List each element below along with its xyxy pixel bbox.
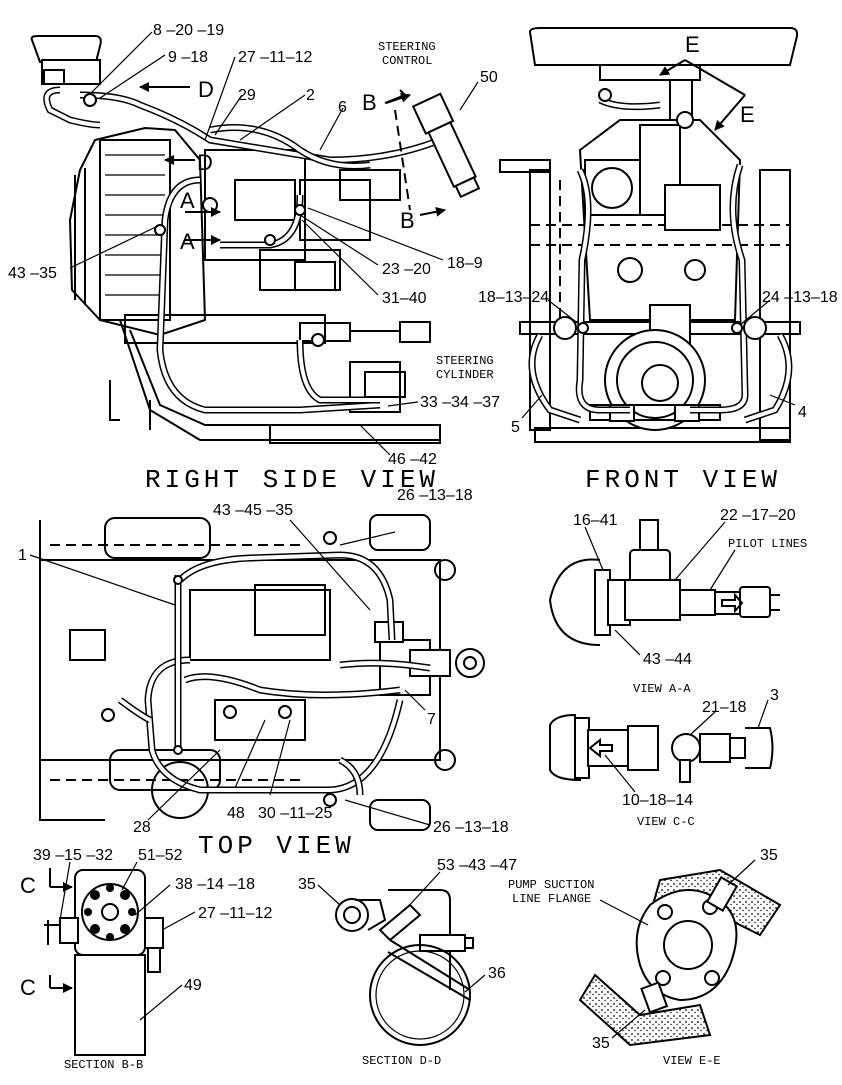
callout-9-18: 9 –18 [168,49,208,66]
callout-48: 48 [227,805,245,822]
callout-2: 2 [306,87,315,104]
note-pilot-lines: PILOT LINES [728,537,807,551]
note-steering-cylinder-1: STEERING [436,354,494,368]
callout-39-15-32: 39 –15 –32 [33,847,113,864]
view-cc [549,699,774,793]
callout-43-45-35: 43 –45 –35 [213,502,293,519]
view-ee-title: VIEW E-E [663,1054,721,1068]
callout-36: 36 [488,965,506,982]
view-aa-title: VIEW A-A [633,682,691,696]
note-pump-flange-2: LINE FLANGE [512,892,591,906]
section-letter-a-top: A [180,188,195,213]
front-view [499,27,801,443]
callout-5: 5 [511,419,520,436]
section-letter-b: B [400,208,415,233]
callout-35-e-bot: 35 [592,1035,610,1052]
callout-46-42: 46 –42 [388,451,437,468]
callout-30-11-25: 30 –11–25 [258,805,333,822]
callout-21-18: 21–18 [702,699,747,716]
note-steering-control-1: STEERING [378,40,436,54]
section-letter-d: D [197,150,213,175]
section-letter-c: C [20,975,36,1000]
callout-18-9: 18–9 [447,255,483,272]
callout-1: 1 [18,547,27,564]
section-dd-title: SECTION D-D [362,1054,441,1068]
right-side-view-title: RIGHT SIDE VIEW [145,465,439,495]
callout-24-13-18: 24 –13–18 [762,289,838,306]
callout-35-d: 35 [298,876,316,893]
callout-3: 3 [770,687,779,704]
section-letter-e-top: E [685,32,700,57]
callout-23-20: 23 –20 [382,261,431,278]
note-steering-cylinder-2: CYLINDER [436,368,494,382]
callout-8-20-19: 8 –20 –19 [153,22,224,39]
callout-26-13-18-top: 26 –13–18 [397,487,473,504]
callout-49: 49 [184,977,202,994]
callout-51-52: 51–52 [138,847,183,864]
view-aa [548,519,780,656]
section-letter-b-top: B [362,90,377,115]
callout-27-11-12: 27 –11–12 [238,49,313,66]
callout-50: 50 [480,69,498,86]
section-letter-d-top: D [198,77,214,102]
view-ee [578,859,782,1047]
view-cc-title: VIEW C-C [637,815,695,829]
section-dd [317,871,486,1046]
callout-18-13-24: 18–13–24 [478,289,549,306]
callout-31-40: 31–40 [382,290,427,307]
callout-16-41: 16–41 [573,512,618,529]
section-letter-e: E [740,102,755,127]
callout-29: 29 [238,87,256,104]
callout-6: 6 [338,99,347,116]
callout-28: 28 [133,819,151,836]
section-letter-c-top: C [20,873,36,898]
note-pump-flange-1: PUMP SUCTION [508,878,594,892]
section-letter-a: A [180,229,195,254]
callout-35-e-top: 35 [760,847,778,864]
callout-10-18-14: 10–18–14 [622,792,693,809]
right-side-view [30,31,481,456]
front-view-title: FRONT VIEW [585,465,781,495]
section-bb [44,861,196,1056]
note-steering-control-2: CONTROL [382,54,432,68]
callout-22-17-20: 22 –17–20 [720,507,796,524]
callout-4: 4 [798,404,807,421]
callout-38-14-18: 38 –14 –18 [175,876,255,893]
callout-26-13-18-bot: 26 –13–18 [433,819,509,836]
top-view [29,514,485,831]
callout-7: 7 [427,711,436,728]
callout-33-34-37: 33 –34 –37 [420,394,500,411]
callout-43-35: 43 –35 [8,265,57,282]
callout-53-43-47: 53 –43 –47 [437,857,517,874]
section-bb-title: SECTION B-B [64,1058,143,1072]
callout-27-11-12-b: 27 –11–12 [198,905,273,922]
callout-43-44: 43 –44 [643,651,692,668]
top-view-title: TOP VIEW [198,831,355,861]
